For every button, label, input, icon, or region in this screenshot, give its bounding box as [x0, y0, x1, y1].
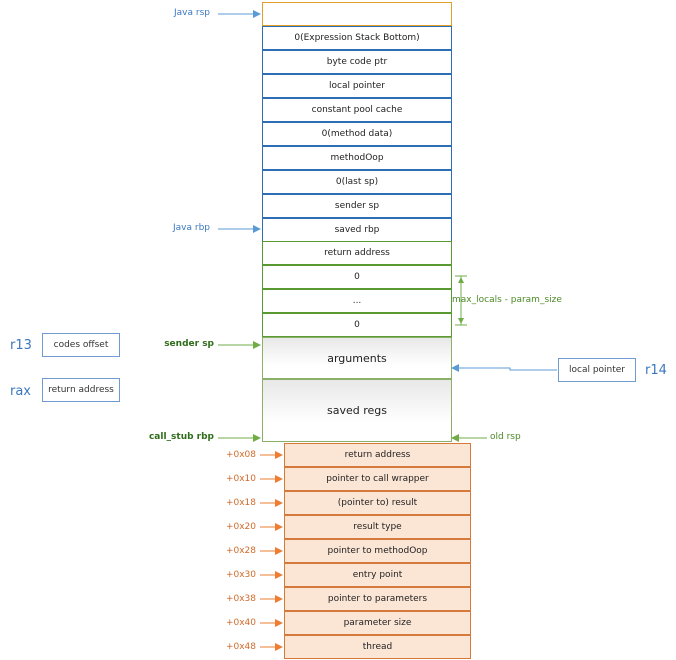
r14-arrow — [451, 364, 557, 372]
call-stub-cell: pointer to call wrapper — [284, 467, 471, 491]
call-stub-cell: parameter size — [284, 611, 471, 635]
offset-label: +0x20 — [225, 522, 256, 532]
stack-top-cell — [262, 2, 452, 26]
saved-regs-cell: saved regs — [262, 379, 452, 442]
interp-frame-cell: 0(Expression Stack Bottom) — [262, 26, 452, 50]
arguments-cell: arguments — [262, 337, 452, 379]
local-slot-first: 0 — [262, 265, 452, 289]
rax-register-name: rax — [10, 384, 32, 399]
local-slot-ellipsis: ... — [262, 289, 452, 313]
java-rbp-label: Java rbp — [173, 223, 210, 233]
r14-register-name: r14 — [645, 363, 667, 378]
interp-frame-cell: local pointer — [262, 74, 452, 98]
call-stub-cell: pointer to methodOop — [284, 539, 471, 563]
r13-register-value: codes offset — [42, 333, 120, 357]
interp-frame-cell: byte code ptr — [262, 50, 452, 74]
call-stub-cell: thread — [284, 635, 471, 659]
offset-label: +0x40 — [225, 618, 256, 628]
return-address-cell: return address — [262, 241, 452, 265]
call-stub-cell: return address — [284, 443, 471, 467]
interp-frame-cell: saved rbp — [262, 218, 452, 242]
rax-register-value: return address — [42, 378, 120, 402]
call-stub-cell: entry point — [284, 563, 471, 587]
sender-sp-label: sender sp — [164, 339, 214, 349]
local-slot-last: 0 — [262, 313, 452, 337]
r13-register-name: r13 — [10, 338, 32, 353]
old-rsp-label: old rsp — [490, 432, 521, 442]
offset-label: +0x48 — [225, 642, 256, 652]
interp-frame-cell: 0(method data) — [262, 122, 452, 146]
interp-frame-cell: constant pool cache — [262, 98, 452, 122]
call-stub-cell: (pointer to) result — [284, 491, 471, 515]
r14-register-value: local pointer — [558, 358, 636, 382]
offset-label: +0x18 — [225, 498, 256, 508]
interp-frame-cell: 0(last sp) — [262, 170, 452, 194]
call-stub-cell: result type — [284, 515, 471, 539]
call-stub-rbp-label: call_stub rbp — [148, 432, 214, 442]
bracket-arrow-down — [458, 318, 464, 324]
interp-frame-cell: methodOop — [262, 146, 452, 170]
java-rsp-label: Java rsp — [174, 8, 210, 18]
offset-label: +0x10 — [225, 474, 256, 484]
max-locals-label: max_locals - param_size — [452, 295, 562, 305]
offset-label: +0x28 — [225, 546, 256, 556]
call-stub-cell: pointer to parameters — [284, 587, 471, 611]
offset-label: +0x30 — [225, 570, 256, 580]
offset-arrows — [260, 451, 283, 651]
offset-label: +0x38 — [225, 594, 256, 604]
bracket-arrow-up — [458, 277, 464, 283]
interp-frame-cell: sender sp — [262, 194, 452, 218]
offset-label: +0x08 — [225, 450, 256, 460]
